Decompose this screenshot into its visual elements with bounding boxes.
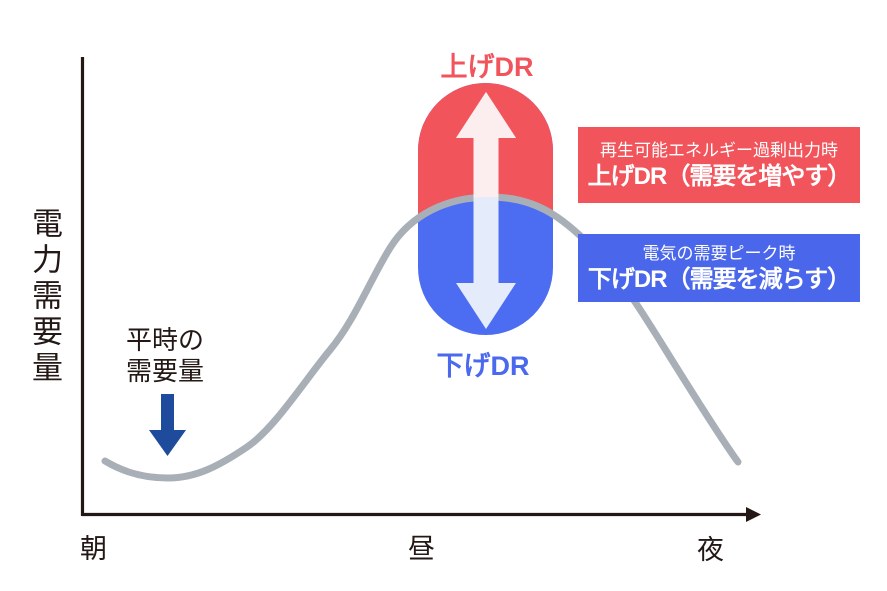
y-axis-label: 電力需要量 bbox=[27, 207, 62, 387]
up-dr-callout-action: 上げDR（需要を増やす） bbox=[587, 162, 852, 190]
x-axis-arrowhead-icon bbox=[746, 507, 761, 522]
normal-demand-line1: 平時の bbox=[125, 325, 204, 355]
x-tick-noon: 昼 bbox=[408, 534, 435, 564]
down-arrow-icon bbox=[456, 92, 516, 329]
up-dr-label: 上げDR bbox=[440, 52, 534, 82]
x-tick-morning: 朝 bbox=[80, 534, 107, 564]
down-dr-callout: 電気の需要ピーク時 下げDR（需要を減らす） bbox=[578, 234, 860, 302]
down-dr-callout-condition: 電気の需要ピーク時 bbox=[642, 243, 796, 263]
up-dr-callout-condition: 再生可能エネルギー過剰出力時 bbox=[600, 140, 838, 160]
normal-demand-label: 平時の 需要量 bbox=[104, 325, 226, 387]
normal-demand-arrow-icon bbox=[149, 394, 186, 456]
up-dr-callout: 再生可能エネルギー過剰出力時 上げDR（需要を増やす） bbox=[578, 127, 860, 203]
down-dr-callout-action: 下げDR（需要を減らす） bbox=[587, 265, 851, 293]
demand-curve bbox=[101, 193, 742, 482]
normal-demand-line2: 需要量 bbox=[125, 356, 204, 386]
x-tick-night: 夜 bbox=[697, 535, 724, 565]
down-dr-label: 下げDR bbox=[436, 351, 530, 381]
